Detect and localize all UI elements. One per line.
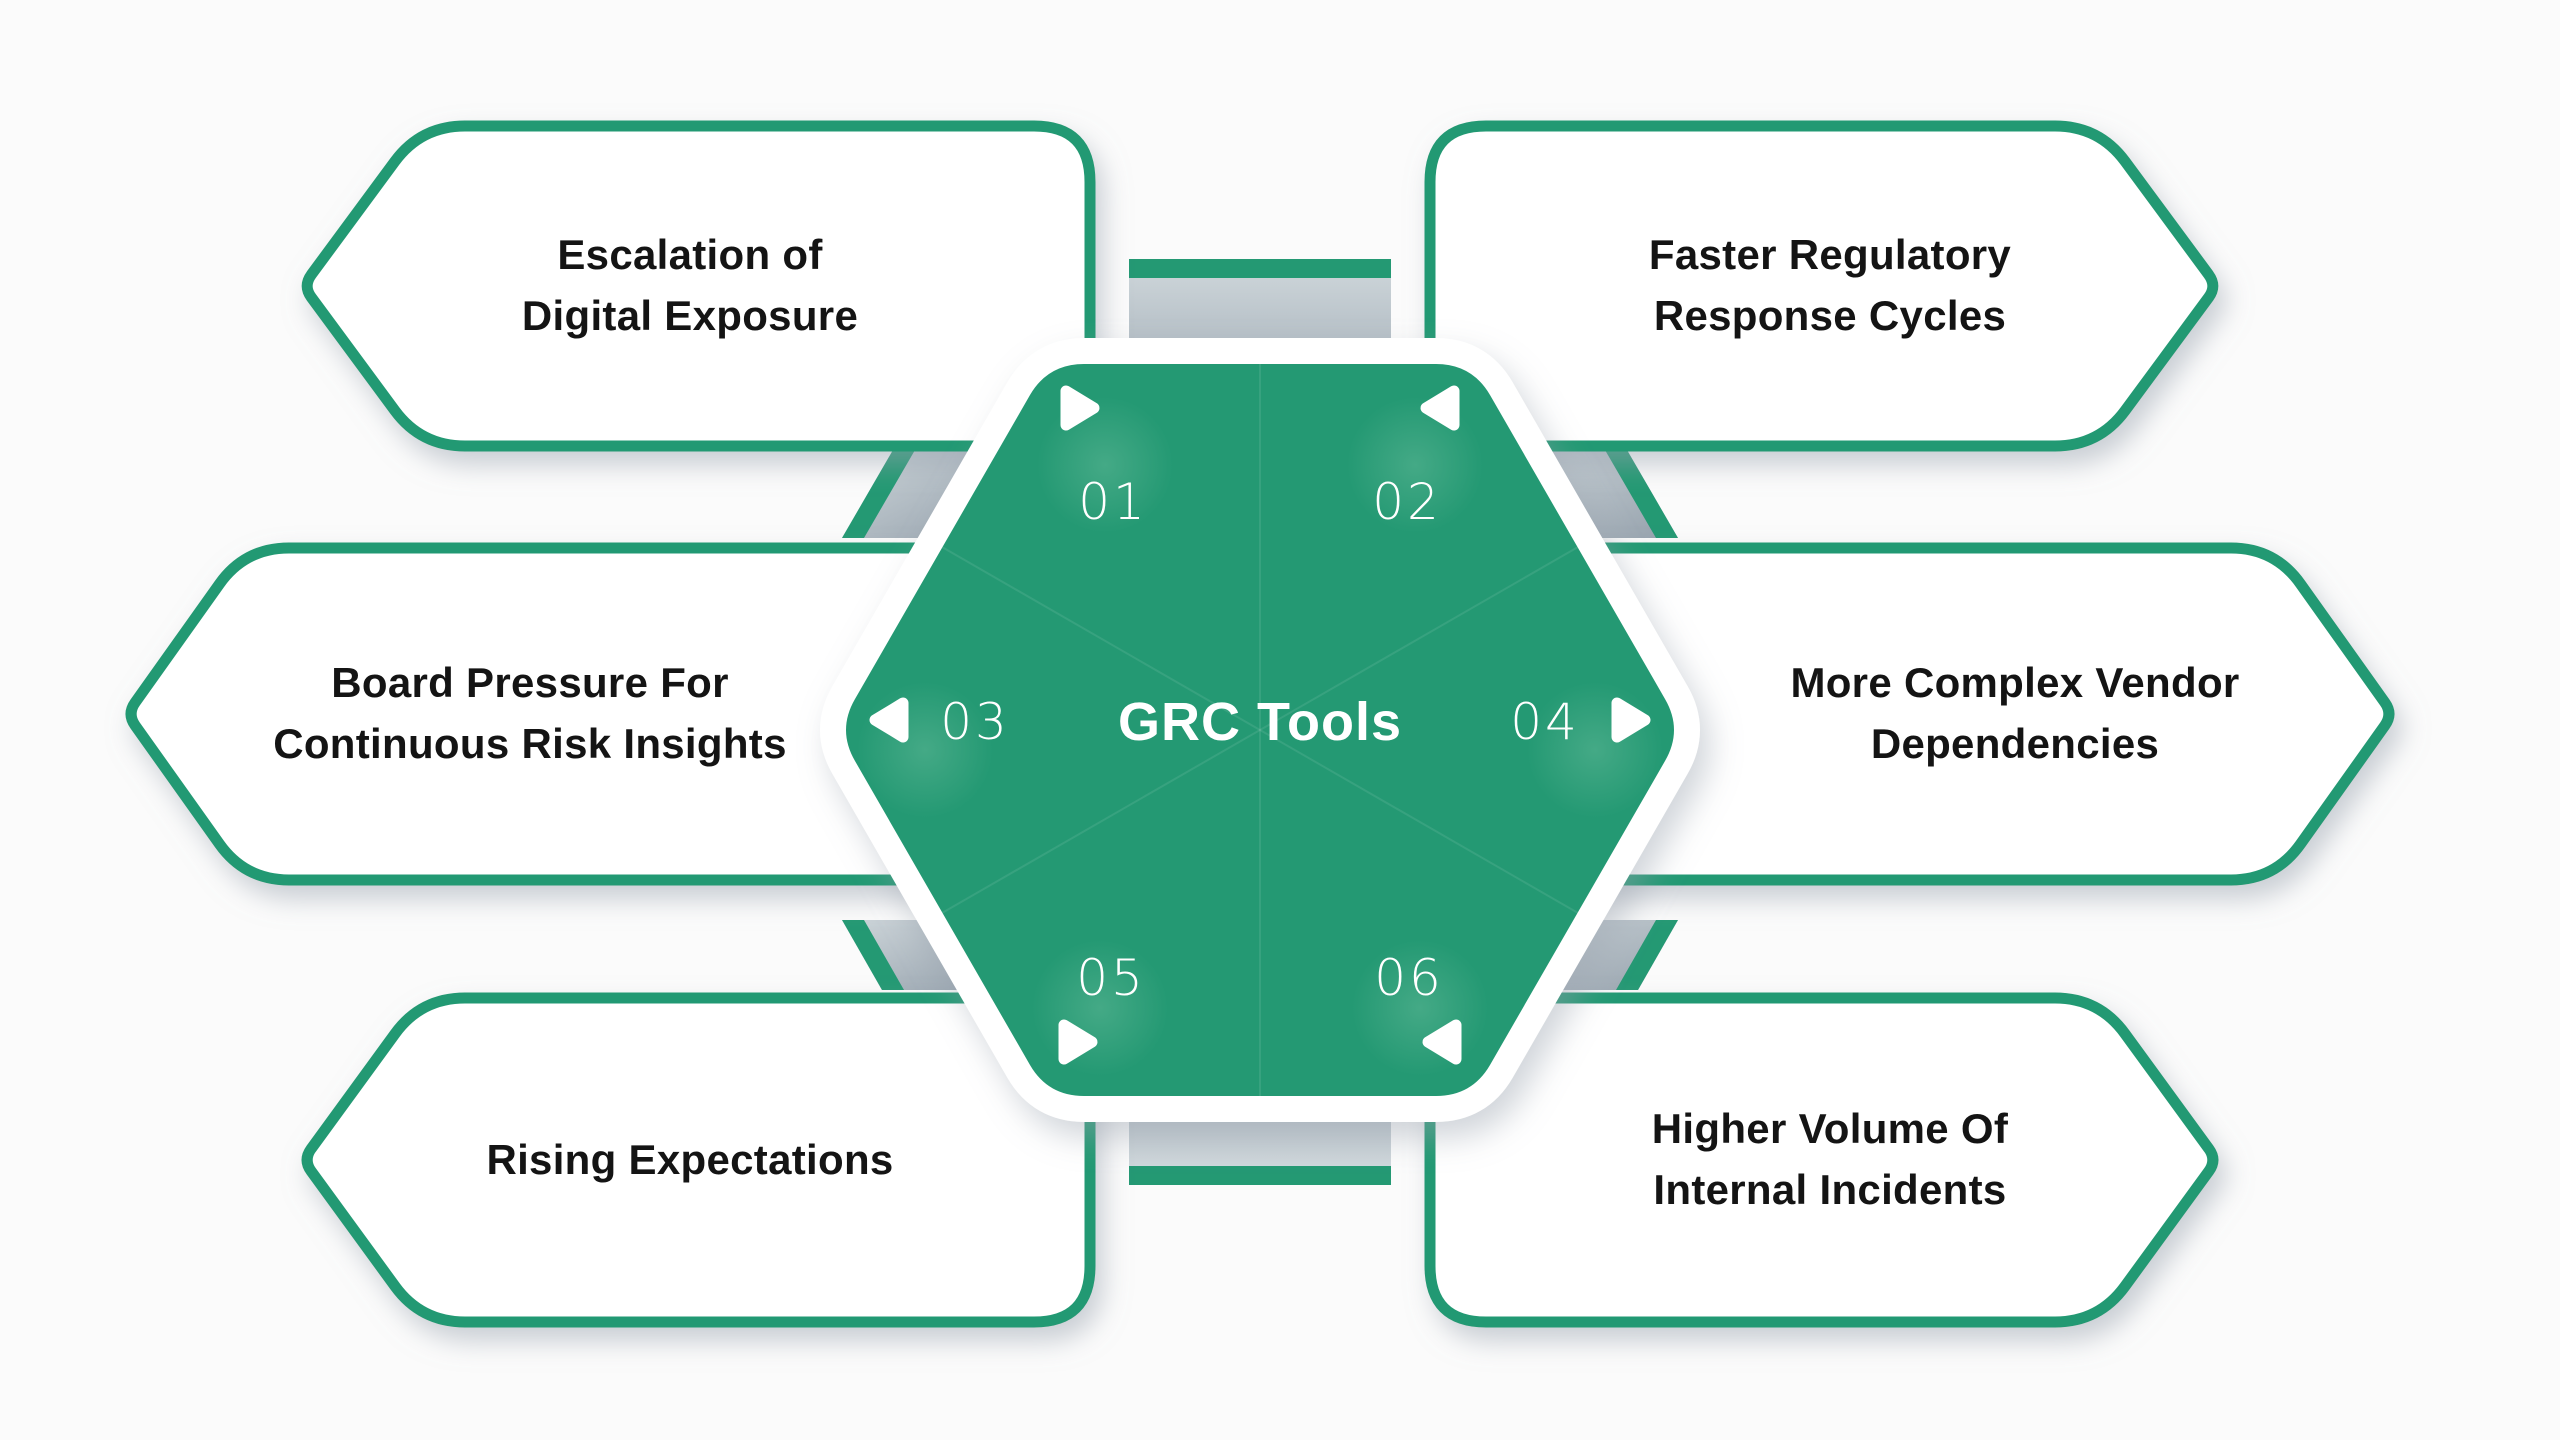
diagonal-connector-bottom-left-edge [842,920,904,990]
segment-arrows [869,385,1651,1065]
banner-shape-bottom-left [301,992,1096,1328]
banner-shape-bottom-right [1424,992,2219,1328]
bottom-connector-cap [1129,1166,1391,1185]
hexagon-shape [846,364,1674,1096]
center-hexagon-group [820,338,1700,1122]
diagonal-connector-top-left-edge [842,450,915,538]
banner-shape-top-right [1424,120,2219,452]
left-arrow-icon [1422,1019,1462,1065]
diagonal-connector-top-right-edge [1605,450,1678,538]
right-arrow-icon [1058,1019,1098,1065]
diagonal-connector-bottom-right-edge [1616,920,1678,990]
left-arrow-icon [869,697,909,743]
right-arrow-icon [1611,697,1651,743]
right-arrow-icon [1060,385,1100,431]
banner-shape-top-left [301,120,1096,452]
left-arrow-icon [1420,385,1460,431]
top-connector-cap [1129,259,1391,278]
sector-divider-lines [941,364,1579,1096]
